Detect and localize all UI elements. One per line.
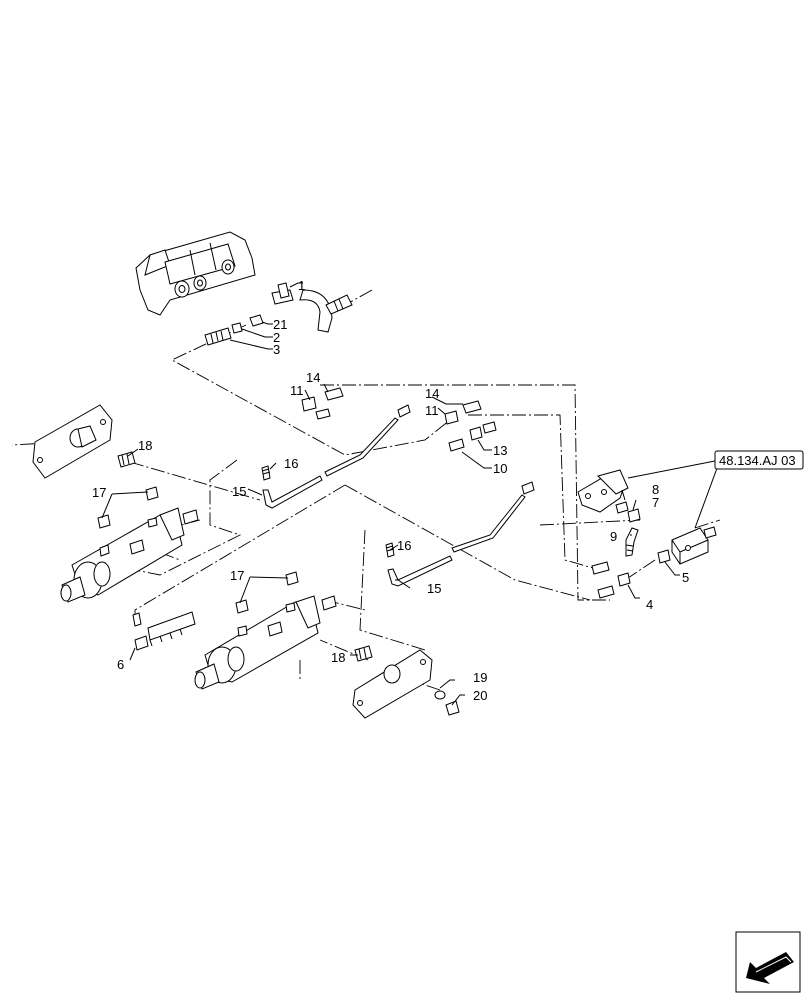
arrow-bottom-left-icon[interactable] (735, 931, 801, 993)
elbow-hose (299, 289, 353, 333)
callout-19: 19 (473, 670, 487, 685)
callout-11-right: 11 (425, 403, 439, 418)
callout-2: 2 (273, 330, 280, 345)
fitting-7 (627, 508, 641, 523)
fitting-8 (615, 501, 629, 514)
fitting-14-right (462, 400, 482, 414)
tube-15-left (262, 475, 323, 509)
mounting-plate-right (352, 649, 433, 719)
bolt-20 (445, 700, 460, 716)
hose-9 (625, 527, 639, 557)
upper-tube-left (324, 404, 411, 477)
leader-lines (101, 282, 721, 706)
callout-10: 10 (493, 461, 507, 476)
fitting-14-left (324, 387, 344, 401)
valve-block-6 (132, 611, 196, 651)
upper-tube-right (451, 481, 535, 553)
washer-19 (434, 690, 446, 700)
cross-reference-label: 48.134.AJ 03 (719, 453, 796, 468)
tube-15-center (387, 555, 453, 587)
callout-5: 5 (682, 570, 689, 585)
hydraulic-cylinder-center (194, 595, 337, 690)
callout-18-right: 18 (331, 650, 345, 665)
callout-6: 6 (117, 657, 124, 672)
fitting-16-left (261, 465, 271, 481)
callout-20: 20 (473, 688, 487, 703)
callout-18-left: 18 (138, 438, 152, 453)
fitting-3 (204, 327, 232, 346)
cross-reference-link[interactable]: 48.134.AJ 03 (714, 450, 804, 470)
callout-4: 4 (646, 597, 653, 612)
fitting-2 (231, 322, 243, 334)
fitting-11-left (301, 396, 331, 420)
hydraulic-cylinder-left (60, 507, 199, 603)
hydraulic-pump (135, 231, 256, 316)
callout-14-left: 14 (306, 370, 320, 385)
fitting-17-center (235, 571, 299, 637)
callout-15-center: 15 (427, 581, 441, 596)
callout-17-left: 17 (92, 485, 106, 500)
callout-9: 9 (610, 529, 617, 544)
callout-14-right: 14 (425, 386, 439, 401)
fitting-5 (657, 549, 671, 564)
callout-11-left: 11 (290, 383, 304, 398)
mounting-plate-left (32, 404, 113, 479)
manifold-block (671, 526, 717, 565)
fitting-17-left (97, 486, 159, 557)
callout-17-center: 17 (230, 568, 244, 583)
callout-1: 1 (298, 278, 305, 293)
fitting-21 (249, 314, 264, 327)
callout-15-left: 15 (232, 484, 246, 499)
callout-16-center: 16 (397, 538, 411, 553)
callout-16-left: 16 (284, 456, 298, 471)
fitting-18-right (354, 645, 373, 662)
fitting-10 (448, 438, 465, 452)
fitting-4 (591, 561, 631, 599)
callout-21: 21 (273, 317, 287, 332)
callout-8: 8 (652, 482, 659, 497)
callout-labels: 1 21 2 3 14 11 14 11 13 10 18 16 15 17 8… (92, 278, 689, 703)
fitting-18-left (117, 451, 136, 468)
fitting-11-right (444, 410, 459, 425)
callout-7: 7 (652, 495, 659, 510)
callout-3: 3 (273, 342, 280, 357)
fitting-1 (271, 282, 294, 305)
callout-13: 13 (493, 443, 507, 458)
fitting-13 (469, 421, 497, 441)
